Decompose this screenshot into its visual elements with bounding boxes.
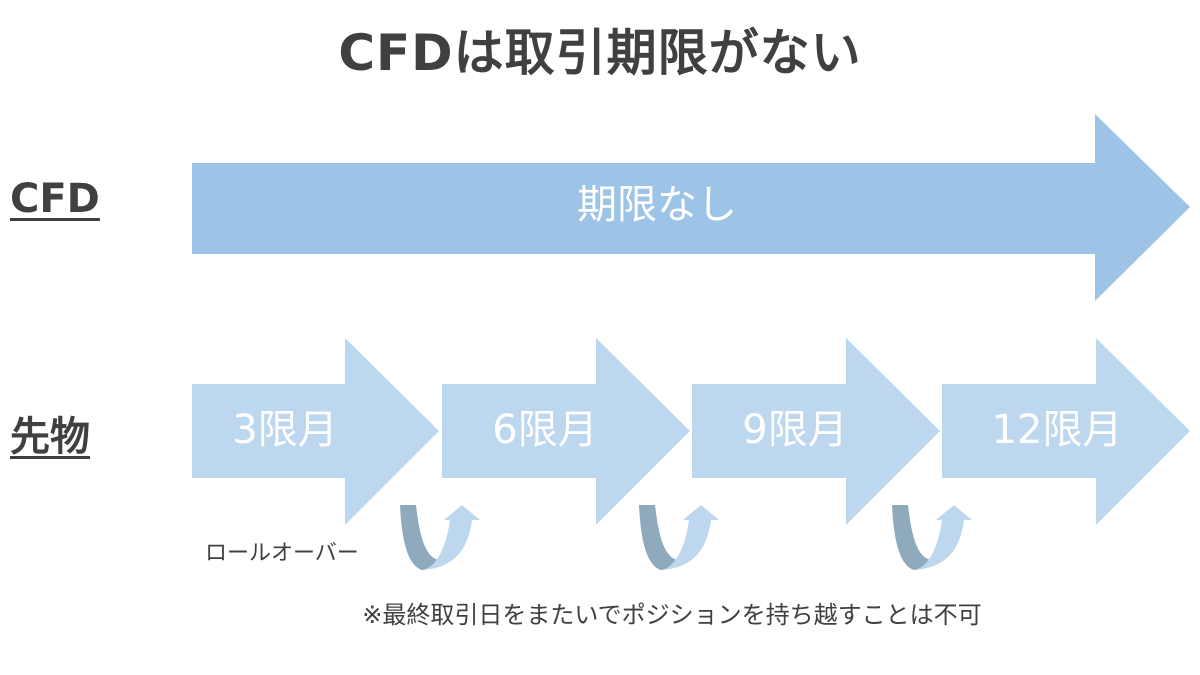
futures-arrow-3	[692, 338, 940, 525]
futures-arrow-2	[442, 338, 690, 525]
page-title: CFDは取引期限がない	[338, 24, 862, 82]
cfd-row-label: CFD	[10, 176, 100, 222]
footnote: ※最終取引日をまたいでポジションを持ち越すことは不可	[362, 601, 981, 629]
futures-arrow-4	[942, 338, 1190, 525]
futures-arrow-label-3: 9限月	[742, 407, 847, 453]
futures-row-label: 先物	[10, 414, 90, 460]
futures-arrow-label-2: 6限月	[492, 407, 597, 453]
rollover-arrow-3	[892, 505, 972, 570]
futures-arrow-label-4: 12限月	[992, 407, 1123, 453]
rollover-arrow-2	[639, 505, 719, 570]
futures-arrow-label-1: 3限月	[232, 407, 337, 453]
rollover-arrow-1	[400, 505, 480, 570]
futures-arrow-1	[192, 338, 439, 525]
cfd-arrow-label: 期限なし	[577, 182, 737, 228]
rollover-label: ロールオーバー	[205, 541, 359, 566]
cfd-arrow	[192, 114, 1190, 301]
